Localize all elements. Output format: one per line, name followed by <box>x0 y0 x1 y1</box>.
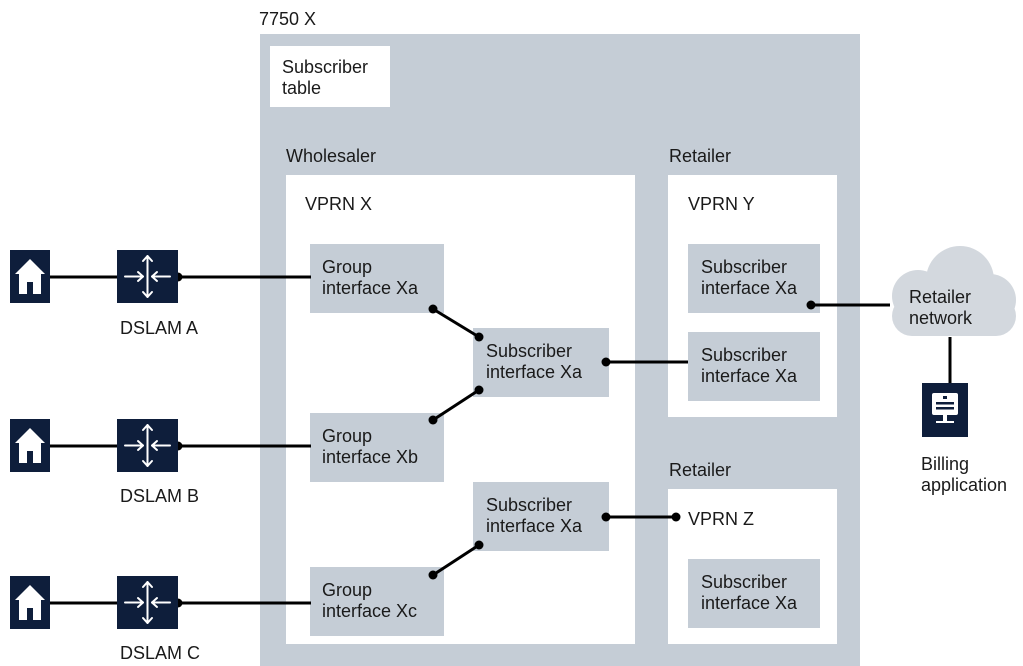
retailer-z-subscriber-interface-1-label: Subscriber interface Xa <box>701 572 798 613</box>
retailer-y-subscriber-interface-2-label: Subscriber interface Xa <box>701 345 798 386</box>
router-icon <box>117 576 178 629</box>
wholesaler-subscriber-interface-1-label: Subscriber interface Xa <box>486 341 583 382</box>
dslam-a-label: DSLAM A <box>120 318 199 338</box>
billing-application-label: Billing application <box>921 454 1008 495</box>
link-group-xa-subscriber-1 <box>432 307 480 339</box>
group-interface-xc <box>310 567 444 636</box>
endpoint-dot <box>428 304 438 314</box>
group-interface-xa-label: Group interface Xa <box>322 257 419 298</box>
endpoint-dot <box>474 385 484 395</box>
endpoint-dot <box>474 332 484 342</box>
retailer-y-title: Retailer <box>669 146 732 166</box>
dslam-b-label: DSLAM B <box>120 486 200 506</box>
vprn-x-label: VPRN X <box>305 194 373 214</box>
endpoint-dot <box>601 512 611 522</box>
subscriber-table-label: Subscriber table <box>282 57 369 98</box>
dslam-c-label: DSLAM C <box>120 643 201 663</box>
home-icon <box>10 419 50 472</box>
endpoint-dot <box>671 512 681 522</box>
group-interface-xb <box>310 413 444 482</box>
billing-server-icon <box>922 383 968 437</box>
retailer-network-label: Retailer network <box>909 287 973 328</box>
endpoint-dot <box>428 570 438 580</box>
endpoint-dot <box>806 300 816 310</box>
vprn-z-label: VPRN Z <box>688 509 755 529</box>
chassis-title: 7750 X <box>259 9 317 29</box>
wholesaler-subscriber-interface-1 <box>473 328 609 397</box>
link-group-xc-subscriber-2 <box>432 543 480 577</box>
endpoint-dot <box>601 357 611 367</box>
retailer-y-subscriber-interface-2 <box>688 332 820 401</box>
retailer-y-subscriber-interface-1 <box>688 244 820 313</box>
home-icon <box>10 576 50 629</box>
wholesaler-subscriber-interface-2-label: Subscriber interface Xa <box>486 495 583 536</box>
cloud-icon <box>892 246 1016 336</box>
retailer-y-subscriber-interface-1-label: Subscriber interface Xa <box>701 257 798 298</box>
wholesaler-subscriber-interface-2 <box>473 482 609 551</box>
endpoint-dot <box>428 415 438 425</box>
retailer-z-subscriber-interface-1 <box>688 559 820 628</box>
home-icon <box>10 250 50 303</box>
group-interface-xa <box>310 244 444 313</box>
router-icon <box>117 419 178 472</box>
wholesaler-title: Wholesaler <box>286 146 377 166</box>
router-icon <box>117 250 178 303</box>
vprn-y-label: VPRN Y <box>688 194 755 214</box>
link-group-xb-subscriber-1 <box>432 388 480 422</box>
retailer-z-title: Retailer <box>669 460 732 480</box>
endpoint-dot <box>474 540 484 550</box>
subscriber-table <box>270 46 390 107</box>
group-interface-xc-label: Group interface Xc <box>322 580 418 621</box>
group-interface-xb-label: Group interface Xb <box>322 426 419 467</box>
